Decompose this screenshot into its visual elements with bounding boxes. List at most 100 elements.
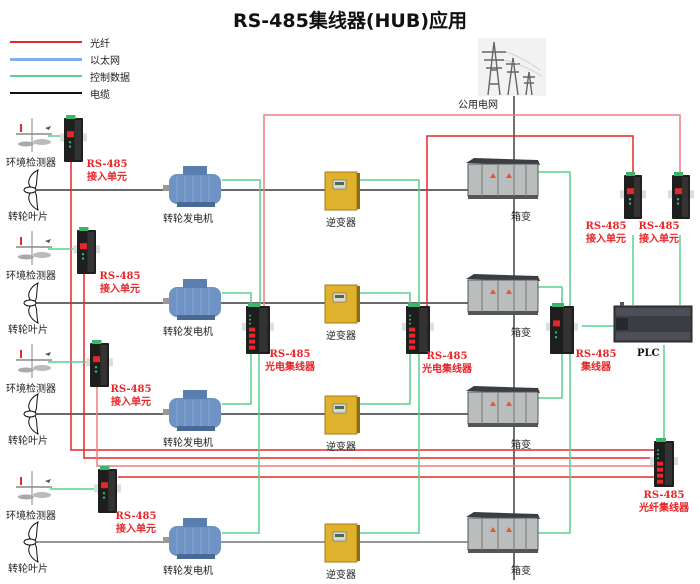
terminal-block (100, 466, 110, 470)
sensor-label: 环境检测器 (6, 384, 56, 395)
fiber-port (409, 327, 415, 332)
control-lines (48, 135, 681, 534)
terminal-block (552, 303, 564, 307)
transformer-label: 箱变 (511, 328, 531, 339)
status-led (657, 457, 659, 460)
environment-sensor-icon (16, 344, 52, 378)
legend-label: 光纤 (90, 38, 110, 50)
fiber-port (657, 467, 663, 472)
status-led (628, 198, 632, 201)
model-label: RS-485 (575, 349, 617, 360)
device-type-label: 接入单元 (111, 397, 151, 408)
sensor-label: 环境检测器 (6, 511, 56, 522)
port (553, 320, 560, 327)
status-led (409, 314, 411, 317)
legend-item-ethernet: 以太网 (10, 52, 120, 67)
fiber-port (409, 339, 415, 344)
generator-label: 转轮发电机 (163, 327, 213, 338)
blade-label: 转轮叶片 (8, 212, 48, 223)
turbine-blade-icon (23, 521, 39, 563)
turbine-blade-icon (23, 393, 39, 435)
status-led (81, 253, 85, 256)
terminal-block (674, 172, 683, 176)
port (67, 131, 74, 138)
legend-label: 以太网 (90, 55, 120, 67)
sensor-label: 环境检测器 (6, 158, 56, 169)
inverter-icon (324, 523, 360, 563)
status-led (676, 198, 680, 201)
heatsink (563, 308, 572, 352)
status-led (409, 322, 411, 325)
heatsink (100, 345, 108, 385)
status-led (249, 318, 251, 321)
inverter-icon (324, 171, 360, 211)
turbine-blade-icon (23, 282, 39, 324)
inverter-label: 逆变器 (326, 331, 356, 342)
right-access-unit-1-icon (620, 172, 646, 219)
device-type-label: 接入单元 (87, 172, 127, 183)
power-grid-tower-icon (478, 38, 546, 96)
heatsink (681, 177, 689, 217)
status-led (94, 370, 98, 373)
fiber-port (249, 333, 255, 338)
inverter-label: 逆变器 (326, 442, 356, 453)
inverter-icon (324, 284, 360, 324)
status-led (554, 331, 558, 334)
fiber-port (657, 473, 663, 478)
status-led (102, 492, 106, 495)
fiber-hub-icon (650, 438, 678, 487)
model-label: RS-485 (110, 384, 152, 395)
heatsink (108, 471, 116, 511)
terminal-block (626, 172, 635, 176)
transformer-label: 箱变 (511, 440, 531, 451)
access-unit-icon (60, 115, 87, 162)
inverter-label: 逆变器 (326, 218, 356, 229)
model-label: RS-485 (269, 349, 311, 360)
device-type-label: 光电集线器 (265, 362, 315, 373)
diagram-title: RS-485集线器(HUB)应用 (232, 10, 468, 32)
box-transformer-icon (466, 158, 540, 199)
device-type-label: 光纤集线器 (639, 503, 689, 514)
box-transformer-icon (466, 386, 540, 427)
model-label: RS-485 (585, 221, 627, 232)
terminal-block (66, 115, 76, 119)
status-led (68, 141, 72, 144)
generator-icon (163, 518, 221, 559)
status-led (94, 366, 98, 369)
plc-icon (613, 302, 693, 343)
model-label: RS-485 (643, 490, 685, 501)
generator-label: 转轮发电机 (163, 438, 213, 449)
fiber-hub-label: RS-485 光纤集线器 (639, 489, 689, 515)
device-type-label: 集线器 (581, 362, 611, 373)
heatsink (259, 308, 268, 352)
environment-sensor-icon (16, 118, 52, 152)
inverter-icon (324, 395, 360, 435)
model-label: RS-485 (86, 159, 128, 170)
legend-item-fiber: 光纤 (10, 35, 110, 50)
access-unit-label: RS-485 接入单元 (87, 158, 128, 184)
model-label: RS-485 (638, 221, 680, 232)
model-label: RS-485 (99, 271, 141, 282)
model-label: RS-485 (115, 511, 157, 522)
sensor-label: 环境检测器 (6, 271, 56, 282)
fiber-lines (70, 114, 681, 478)
terminal-block (408, 303, 420, 307)
grid-label: 公用电网 (458, 100, 498, 111)
box-transformer-icon (466, 274, 540, 315)
hub-icon (546, 303, 578, 354)
generator-icon (163, 279, 221, 320)
status-led (628, 202, 632, 205)
status-led (68, 145, 72, 148)
blade-label: 转轮叶片 (8, 436, 48, 447)
heatsink (665, 443, 672, 485)
inverter-label: 逆变器 (326, 570, 356, 581)
legend-item-cable: 电缆 (10, 86, 110, 101)
device-type-label: 接入单元 (100, 284, 140, 295)
port (80, 243, 87, 250)
oe-hub-1-label: RS-485 光电集线器 (265, 348, 315, 374)
box-transformer-icon (466, 512, 540, 553)
status-led (249, 322, 251, 325)
status-led (249, 314, 251, 317)
